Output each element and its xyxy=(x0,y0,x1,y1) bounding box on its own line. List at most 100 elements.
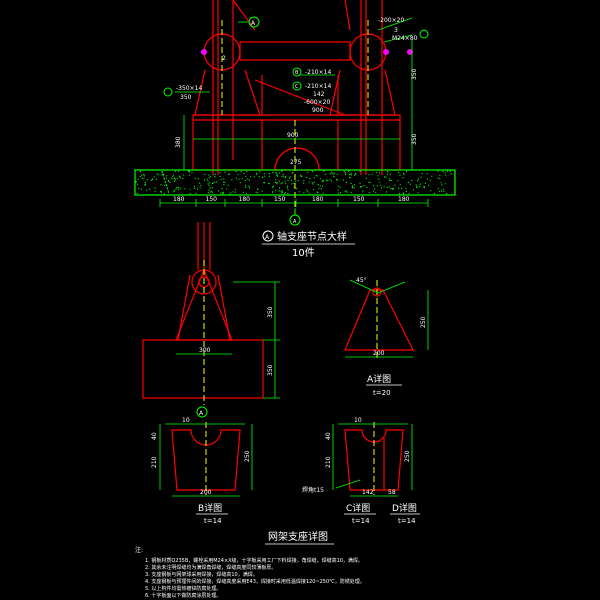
ground-hatch-dot xyxy=(359,186,362,188)
ground-hatch-dot xyxy=(338,185,340,187)
note-line: 4. 支座钢板与预埋件间的焊接，焊缝高度采用E43，焊接时采用低温焊接120~2… xyxy=(145,578,365,585)
ground-hatch-dot xyxy=(161,173,163,175)
ground-hatch-dot xyxy=(211,192,214,194)
ground-hatch-dot xyxy=(255,173,257,175)
ground-hatch-dot xyxy=(156,173,158,175)
top-view-subtitle: 10件 xyxy=(292,247,315,259)
detail-a-dimensions xyxy=(345,279,429,358)
ground-hatch-dot xyxy=(136,192,138,195)
ground-hatch-dot xyxy=(376,185,378,187)
ground-hatch-dot xyxy=(268,173,270,175)
ground-hatch-dot xyxy=(409,183,411,185)
ground-hatch-dot xyxy=(283,193,286,195)
horizontal-tube xyxy=(239,41,351,61)
ground-hatch-dot xyxy=(245,184,247,187)
base-arch xyxy=(274,147,320,171)
ground-hatch-dot xyxy=(349,174,351,176)
ground-hatch-dot xyxy=(311,182,313,184)
ground-hatch-dot xyxy=(412,189,414,191)
side-gusset-left xyxy=(177,274,191,341)
ground-hatch-dot xyxy=(167,190,169,192)
detail-cd-dim-right-text: 250 xyxy=(404,450,411,462)
ground-hatch-dot xyxy=(153,176,155,178)
label-mid-b-letter: B xyxy=(295,70,299,76)
ground-hatch-dot xyxy=(287,189,289,191)
callout-right-2-text: M24×80 xyxy=(392,35,418,42)
ground-hatch-dot xyxy=(350,191,352,193)
dim-left-height-text: 380 xyxy=(175,136,182,148)
title-callout-circle xyxy=(262,230,274,242)
ground-hatch-dot xyxy=(282,174,284,176)
detail-d-thickness: t=14 xyxy=(398,517,416,525)
note-line: 6. 十字板面以下做防腐涂层处理。 xyxy=(145,592,221,599)
ground-hatch-dot xyxy=(271,186,273,188)
ground-hatch-dot xyxy=(220,178,222,180)
ground-hatch-dot xyxy=(187,170,189,172)
ground-hatch-dot xyxy=(143,175,145,177)
note-line: 1. 钢板材质Q235B，螺栓采用M24×X级，十字板采用工厂下料焊接，角焊缝，… xyxy=(145,557,363,564)
ground-hatch-dot xyxy=(212,174,214,176)
detail-b-dim-width-text: 200 xyxy=(200,489,212,496)
ground-hatch-dot xyxy=(323,170,325,172)
ground-hatch-dot xyxy=(207,183,209,185)
ground-hatch-dot xyxy=(277,175,279,177)
bottom-ticks xyxy=(159,199,429,207)
ground-hatch-dot xyxy=(280,183,282,185)
ground-hatch-dot xyxy=(437,187,439,189)
ground-hatch-dot xyxy=(329,173,331,175)
ground-hatch-dot xyxy=(312,183,314,185)
ground-hatch-dot xyxy=(442,188,444,190)
ground-hatch-dot xyxy=(376,171,378,174)
ground-hatch-dot xyxy=(391,188,394,190)
ground-hatch-dot xyxy=(204,173,206,175)
ground-hatch-dot xyxy=(350,182,352,185)
gusset-line-l1 xyxy=(254,79,346,116)
ground-hatch-dot xyxy=(281,191,283,193)
ground-hatch-dot xyxy=(206,178,208,180)
ground-hatch-dot xyxy=(214,181,216,183)
ground-hatch-dot xyxy=(442,170,444,172)
ground-hatch-dot xyxy=(287,185,289,187)
ground-hatch-dot xyxy=(257,188,259,190)
detail-b-dim-left-1-text: 40 xyxy=(151,432,158,440)
ground-hatch-dot xyxy=(195,192,197,194)
callout-circle-c xyxy=(292,81,302,91)
ground-hatch-dot xyxy=(372,190,374,192)
ground-hatch-dot xyxy=(281,190,283,192)
ground-hatch-dot xyxy=(345,190,347,192)
centerlines-top xyxy=(221,20,369,215)
ground-hatch-dot xyxy=(285,175,287,177)
ground-hatch-dot xyxy=(420,176,422,178)
ground-hatch-dot xyxy=(235,170,237,173)
ground-hatch-dot xyxy=(262,176,264,178)
ground-hatch-dot xyxy=(398,187,400,189)
ground-hatch-dot xyxy=(143,174,145,176)
ground-hatch-dot xyxy=(405,190,407,192)
ground-hatch-dot xyxy=(411,179,413,182)
ground-hatch-dot xyxy=(289,177,291,179)
ground-hatch-dot xyxy=(283,176,285,178)
ground-hatch-dot xyxy=(389,180,391,182)
ground-hatch-dot xyxy=(189,188,191,190)
ground-hatch-dot xyxy=(278,187,281,189)
ground-hatch-dot xyxy=(272,191,274,193)
ground-hatch-dot xyxy=(167,191,170,193)
ground-hatch-dot xyxy=(223,181,225,183)
ground-hatch-dot xyxy=(208,182,211,184)
ground-hatch-dot xyxy=(293,175,296,177)
ground-hatch-dot xyxy=(415,184,417,186)
side-gusset-right xyxy=(217,274,231,341)
ground-hatch-dot xyxy=(268,175,270,177)
ground-hatch-dot xyxy=(298,191,300,193)
ground-hatch-dot xyxy=(191,171,193,173)
ground-hatch-dot xyxy=(445,174,447,176)
ground-hatch-dot xyxy=(342,179,344,181)
ground-hatch-dot xyxy=(295,180,297,182)
ground-hatch-dot xyxy=(332,173,334,175)
ground-hatch-dot xyxy=(291,172,293,174)
ground-hatch-dot xyxy=(184,188,186,190)
ground-hatch-dot xyxy=(439,174,441,176)
ground-hatch-dot xyxy=(338,192,340,194)
ground-hatch-dot xyxy=(154,187,156,189)
detail-cd-bottom-1-text: 142 xyxy=(362,489,374,496)
